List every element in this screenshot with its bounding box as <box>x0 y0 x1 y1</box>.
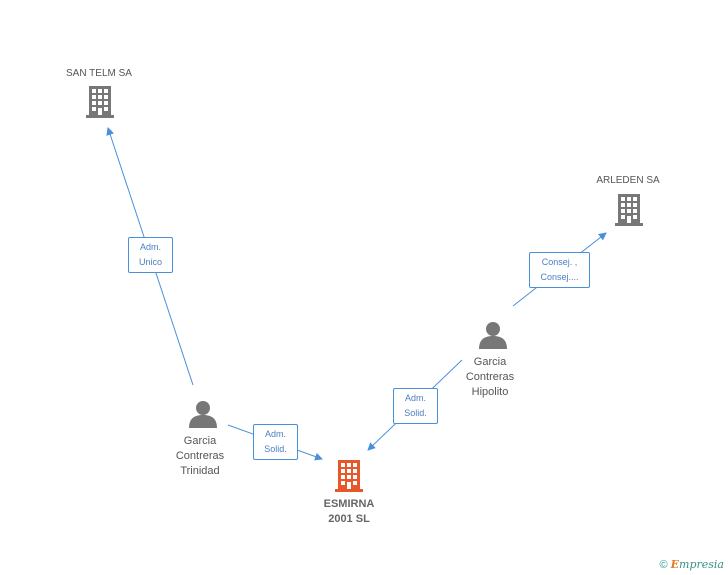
edge-label-adm-solid[interactable]: Adm. Solid. <box>393 388 438 424</box>
edge-label-adm-unico[interactable]: Adm. Unico <box>128 237 173 273</box>
focus-building-icon[interactable] <box>335 460 363 492</box>
person-label-hipolito[interactable]: Garcia Contreras Hipolito <box>450 355 530 400</box>
company-label-line: ESMIRNA <box>323 498 375 510</box>
company-label-esmirna[interactable]: ESMIRNA 2001 SL <box>299 497 399 527</box>
edge-label-line: Adm. <box>139 242 161 252</box>
person-label-line: Garcia <box>183 435 217 447</box>
edge-label-consej[interactable]: Consej. , Consej.... <box>529 252 590 288</box>
edge-label-line: Consej. , <box>541 257 578 267</box>
person-icon[interactable] <box>189 401 217 428</box>
person-label-line: Garcia <box>473 356 507 368</box>
person-label-line: Contreras <box>465 371 515 383</box>
building-icon[interactable] <box>86 86 114 118</box>
person-label-trinidad[interactable]: Garcia Contreras Trinidad <box>160 434 240 479</box>
copyright-symbol: © <box>659 559 668 571</box>
edge-label-adm-solid[interactable]: Adm. Solid. <box>253 424 298 460</box>
edge-label-line: Solid. <box>404 408 427 418</box>
edge-label-line: Consej.... <box>540 272 579 282</box>
brand-logo: Empresia <box>670 558 724 571</box>
company-label-arleden[interactable]: ARLEDEN SA <box>596 175 660 186</box>
company-label-line: 2001 SL <box>328 513 370 525</box>
edge-label-line: Adm. <box>404 393 426 403</box>
company-label-san-telm[interactable]: SAN TELM SA <box>66 68 132 79</box>
person-label-line: Trinidad <box>180 465 220 477</box>
building-icon[interactable] <box>615 194 643 226</box>
person-icon[interactable] <box>479 322 507 349</box>
edge-label-line: Unico <box>138 257 162 267</box>
edge-label-line: Adm. <box>264 429 286 439</box>
person-label-line: Hipolito <box>471 386 509 398</box>
person-label-line: Contreras <box>175 450 225 462</box>
edge-label-line: Solid. <box>264 444 287 454</box>
footer-brand[interactable]: © Empresia <box>659 558 724 571</box>
